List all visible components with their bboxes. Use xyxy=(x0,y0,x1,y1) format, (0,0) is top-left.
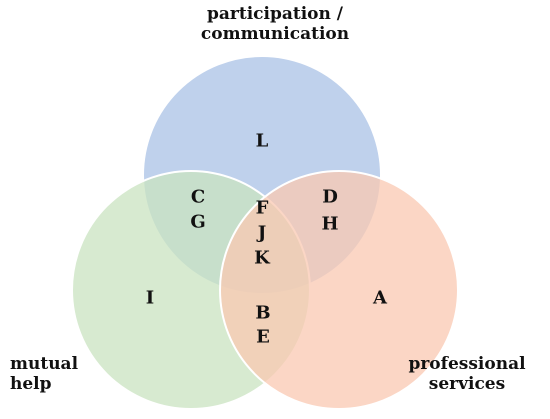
region-label-center-3: K xyxy=(254,248,271,269)
professional-services-circle xyxy=(219,170,459,410)
region-label-top-left-1: C xyxy=(191,187,205,208)
region-label-left-right-2: E xyxy=(256,327,270,348)
mutual-help-label-line1: mutual xyxy=(10,354,79,374)
professional-services-label-line2: services xyxy=(428,374,506,394)
region-label-top-right-1: D xyxy=(322,187,338,208)
participation-communication-label: participation / communication xyxy=(175,4,375,44)
participation-label-line2: communication xyxy=(200,24,350,44)
mutual-help-label-line2: help xyxy=(10,374,52,394)
region-label-top-left-2: G xyxy=(190,212,205,233)
region-label-left-only: I xyxy=(146,288,154,309)
region-label-center-1: F xyxy=(256,198,269,219)
region-label-top-only: L xyxy=(256,131,269,152)
professional-services-label-line1: professional xyxy=(408,354,526,374)
region-label-right-only: A xyxy=(372,288,388,309)
mutual-help-label: mutual help xyxy=(10,354,120,394)
professional-services-label: professional services xyxy=(402,354,532,394)
region-label-top-right-2: H xyxy=(321,214,338,235)
participation-label-line1: participation / xyxy=(206,4,344,24)
region-label-center-2: J xyxy=(256,223,267,244)
region-label-left-right-1: B xyxy=(255,303,270,324)
